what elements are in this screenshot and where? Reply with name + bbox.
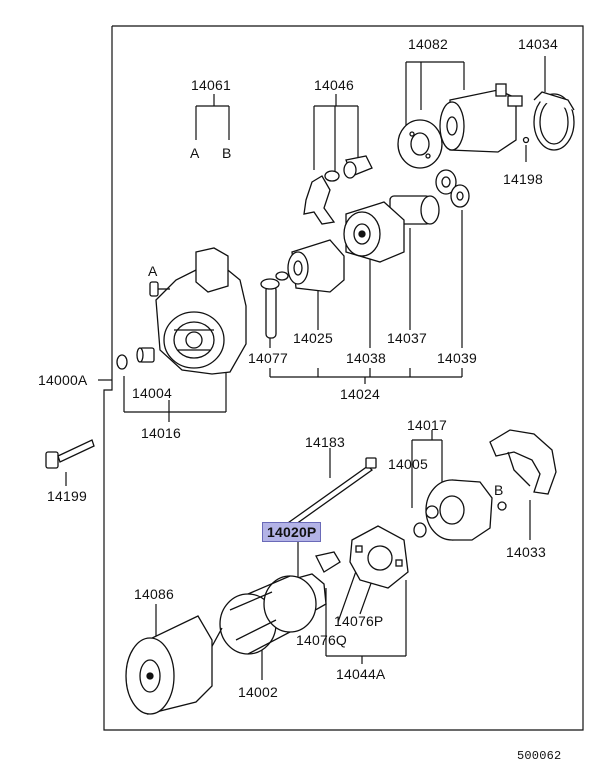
shift-lever-14046 [303, 155, 373, 225]
label-b-screw: B [494, 482, 504, 498]
label-14016[interactable]: 14016 [141, 425, 181, 441]
label-14038[interactable]: 14038 [346, 350, 386, 366]
solenoid-14082 [397, 83, 523, 169]
label-14044A[interactable]: 14044A [336, 666, 386, 682]
washer-14005 [413, 522, 427, 538]
label-14025[interactable]: 14025 [293, 330, 333, 346]
solenoid-boot-14034 [533, 91, 575, 151]
label-14183[interactable]: 14183 [305, 434, 345, 450]
label-14000A[interactable]: 14000A [38, 372, 88, 388]
label-14077[interactable]: 14077 [248, 350, 288, 366]
yoke-14086 [125, 615, 213, 715]
gear-assembly-14037 [389, 169, 470, 225]
shaft-14077 [260, 271, 289, 339]
armature-14002 [209, 575, 317, 655]
brush-holder-14044A [349, 525, 409, 589]
label-14017[interactable]: 14017 [407, 417, 447, 433]
overrunning-clutch-14025 [287, 239, 345, 293]
gear-housing-14038 [343, 201, 405, 263]
label-14061[interactable]: 14061 [191, 77, 231, 93]
label-14198[interactable]: 14198 [503, 171, 543, 187]
label-14076P[interactable]: 14076P [334, 613, 384, 629]
label-b-top: B [222, 145, 232, 161]
label-14034[interactable]: 14034 [518, 36, 558, 52]
label-14199[interactable]: 14199 [47, 488, 87, 504]
diagram-reference-code: 500062 [517, 749, 562, 763]
label-14086[interactable]: 14086 [134, 586, 174, 602]
small-ball-14198 [522, 136, 530, 144]
label-14024[interactable]: 14024 [340, 386, 380, 402]
label-a-bolt: A [148, 263, 158, 279]
bushing-14004 [116, 347, 155, 370]
diagram-frame [103, 25, 584, 731]
label-14037[interactable]: 14037 [387, 330, 427, 346]
rear-cover-14017 [425, 479, 493, 541]
label-a-top: A [190, 145, 200, 161]
label-14004[interactable]: 14004 [132, 385, 172, 401]
label-14002[interactable]: 14002 [238, 684, 278, 700]
front-housing-14016 [155, 247, 247, 375]
through-bolt-14199 [45, 439, 95, 469]
label-14082[interactable]: 14082 [408, 36, 448, 52]
cover-14033 [489, 429, 557, 495]
bolt-a [149, 281, 170, 297]
label-14039[interactable]: 14039 [437, 350, 477, 366]
label-14076Q[interactable]: 14076Q [296, 632, 348, 648]
label-14033[interactable]: 14033 [506, 544, 546, 560]
label-14046[interactable]: 14046 [314, 77, 354, 93]
label-14005[interactable]: 14005 [388, 456, 428, 472]
screw-b [497, 501, 507, 511]
label-14020P-highlighted[interactable]: 14020P [262, 522, 322, 542]
